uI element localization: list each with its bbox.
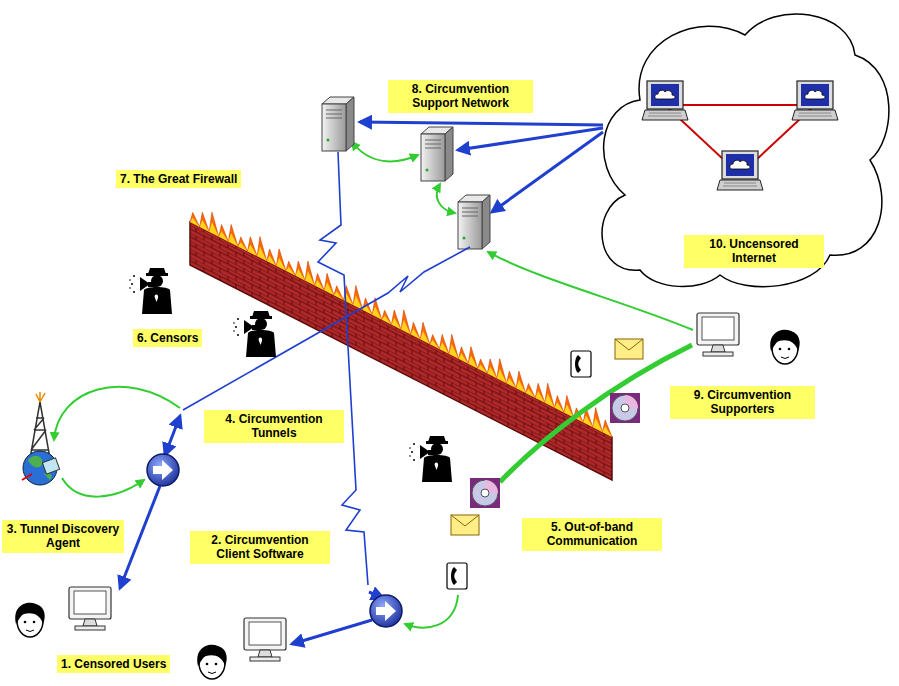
callout-label: 10. Uncensored Internet xyxy=(684,235,824,268)
callout-label: 8. Circumvention Support Network xyxy=(388,80,533,113)
censored-users-part xyxy=(69,587,111,630)
client-software-icons-part xyxy=(370,595,402,627)
discovery-tower-part xyxy=(36,392,45,402)
circumvention-supporter-part xyxy=(770,330,799,364)
great-firewall-part xyxy=(190,212,612,437)
discovery-tower-part xyxy=(22,474,32,480)
discovery-tower xyxy=(22,392,60,485)
out-of-band-icons-part xyxy=(451,515,479,535)
supporter-arrows-part xyxy=(500,345,692,482)
callout-text: 4. Circumvention Tunnels xyxy=(208,412,340,441)
censored-users-part xyxy=(15,603,44,637)
callout-text: 2. Circumvention Client Software xyxy=(194,533,326,562)
censored-users-part xyxy=(197,645,226,679)
callout-label: 3. Tunnel Discovery Agent xyxy=(2,520,124,553)
circumvention-tunnel-lines-part xyxy=(183,247,470,410)
discovery-tower-part xyxy=(42,458,59,474)
callout-text: 1. Censored Users xyxy=(61,657,166,671)
out-of-band-icons-part xyxy=(615,339,643,359)
out-of-band-icons-part xyxy=(610,393,640,423)
callout-label: 9. Circumvention Supporters xyxy=(670,386,815,419)
uncensored-cloud xyxy=(602,14,889,287)
client-software-icons xyxy=(147,454,402,627)
censored-users-part xyxy=(244,618,286,661)
client-arrows-part xyxy=(165,416,180,455)
support-servers-part xyxy=(458,195,490,249)
callout-text: 9. Circumvention Supporters xyxy=(674,388,811,417)
support-network-arrows-part xyxy=(352,142,418,161)
circumvention-tunnel-lines-part xyxy=(318,152,368,585)
callout-text: 8. Circumvention Support Network xyxy=(392,82,529,111)
supporter-arrows-part xyxy=(405,595,458,628)
client-arrows-part xyxy=(292,620,372,644)
support-network-arrows-part xyxy=(360,122,603,125)
discovery-arrows-part xyxy=(54,387,180,440)
out-of-band-icons-part xyxy=(470,478,500,508)
uncensored-cloud-part xyxy=(792,81,838,120)
uncensored-cloud-part xyxy=(602,14,889,287)
callout-label: 1. Censored Users xyxy=(57,655,170,673)
out-of-band-icons-part xyxy=(447,563,467,589)
censors-part xyxy=(233,311,276,357)
circumvention-supporter-part xyxy=(697,313,739,356)
circumvention-supporter xyxy=(697,313,800,364)
callout-text: 6. Censors xyxy=(137,331,198,345)
censors-part xyxy=(129,268,172,314)
circumvention-tunnel-lines xyxy=(183,152,470,585)
callout-label: 2. Circumvention Client Software xyxy=(190,531,330,564)
great-firewall-part-part xyxy=(190,218,612,437)
out-of-band-icons xyxy=(447,339,643,589)
censors xyxy=(129,268,452,482)
censors-part xyxy=(409,436,452,482)
callout-label: 5. Out-of-band Communication xyxy=(522,518,662,551)
client-software-icons-part xyxy=(147,454,179,486)
uncensored-cloud-part xyxy=(717,151,763,190)
callout-text: 5. Out-of-band Communication xyxy=(526,520,658,549)
client-arrows-part xyxy=(120,486,160,588)
callout-text: 10. Uncensored Internet xyxy=(688,237,820,266)
great-firewall-part xyxy=(190,222,612,480)
callout-label: 7. The Great Firewall xyxy=(116,170,241,188)
support-servers-part xyxy=(322,97,354,151)
support-network-arrows-part xyxy=(492,132,603,212)
discovery-arrows xyxy=(54,387,180,497)
callout-text: 7. The Great Firewall xyxy=(120,172,237,186)
callout-text: 3. Tunnel Discovery Agent xyxy=(6,522,120,551)
callout-label: 4. Circumvention Tunnels xyxy=(204,410,344,443)
great-firewall-part-part xyxy=(190,212,612,437)
supporter-arrows-part xyxy=(488,252,693,330)
support-servers-part xyxy=(421,127,453,181)
censored-users xyxy=(15,587,286,679)
uncensored-cloud-part xyxy=(642,81,688,120)
callout-label: 6. Censors xyxy=(133,329,202,347)
discovery-arrows-part xyxy=(62,478,144,497)
support-servers xyxy=(322,97,490,249)
support-network-arrows-part xyxy=(437,184,455,213)
client-arrows xyxy=(120,416,383,644)
out-of-band-icons-part xyxy=(571,351,591,377)
supporter-arrows xyxy=(405,252,693,628)
